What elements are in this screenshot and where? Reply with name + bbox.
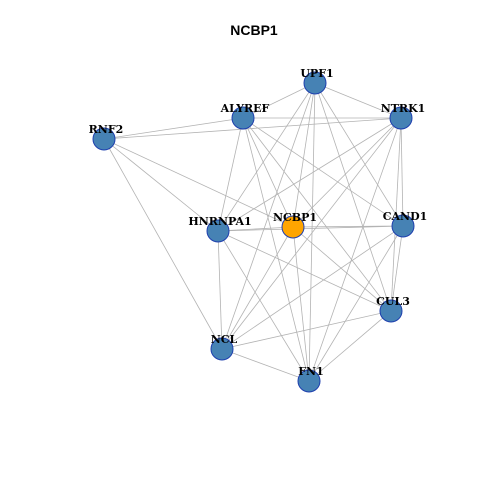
node-upf1 [303,71,327,95]
node-label-cand1: CAND1 [383,210,428,223]
edge-upf1-hnrnpa1 [217,82,316,232]
edge-ntrk1-rnf2 [103,117,402,140]
edge-alyref-rnf2 [103,117,244,140]
edge-hnrnpa1-fn1 [217,230,310,382]
edge-hnrnpa1-ncl [217,230,223,350]
nodes-layer [92,71,415,393]
node-label-ncbp1: NCBP1 [273,211,317,224]
edge-rnf2-hnrnpa1 [103,138,219,232]
node-label-rnf2: RNF2 [89,123,124,136]
node-rnf2 [92,127,116,151]
edge-alyref-cul3 [242,117,392,312]
node-ncl [210,337,234,361]
edge-hnrnpa1-cand1 [217,225,404,232]
edge-ncbp1-cul3 [292,226,392,312]
node-ntrk1 [389,106,413,130]
node-label-alyref: ALYREF [220,102,270,115]
edge-ntrk1-hnrnpa1 [217,117,402,232]
edges-layer [103,82,404,382]
edge-upf1-cul3 [314,82,392,312]
node-label-fn1: FN1 [298,365,324,378]
edge-ntrk1-ncbp1 [292,117,402,228]
edge-rnf2-ncbp1 [103,138,294,228]
edge-alyref-fn1 [242,117,310,382]
edge-ntrk1-cand1 [400,117,404,227]
node-cand1 [391,214,415,238]
edge-upf1-alyref [242,82,316,119]
node-label-ntrk1: NTRK1 [381,102,426,115]
node-ncbp1 [281,215,305,239]
edge-alyref-hnrnpa1 [217,117,244,232]
node-fn1 [297,369,321,393]
edge-cul3-ncl [221,310,392,350]
edge-cul3-fn1 [308,310,392,382]
node-hnrnpa1 [206,219,230,243]
edge-upf1-cand1 [314,82,404,227]
node-alyref [231,106,255,130]
edge-ncbp1-fn1 [292,226,310,382]
edge-ntrk1-fn1 [308,117,402,382]
edge-cand1-ncl [221,225,404,350]
figure-title: NCBP1 [230,22,278,38]
edge-rnf2-ncl [103,138,223,350]
edge-upf1-ncbp1 [292,82,316,228]
edge-upf1-fn1 [308,82,316,382]
edge-ntrk1-cul3 [390,117,402,312]
edge-ntrk1-ncl [221,117,402,350]
edge-hnrnpa1-cul3 [217,230,392,312]
edge-alyref-ncbp1 [242,117,294,228]
edge-cand1-cul3 [390,225,404,312]
node-cul3 [379,299,403,323]
edge-ncbp1-ncl [221,226,294,350]
edge-upf1-ntrk1 [314,82,402,119]
node-label-cul3: CUL3 [376,295,410,308]
edge-ncbp1-cand1 [292,225,404,228]
edge-cand1-fn1 [308,225,404,382]
edge-ncl-fn1 [221,348,310,382]
node-label-ncl: NCL [211,333,238,346]
edge-alyref-cand1 [242,117,404,227]
node-label-hnrnpa1: HNRNPA1 [188,215,251,228]
node-label-upf1: UPF1 [300,67,333,80]
